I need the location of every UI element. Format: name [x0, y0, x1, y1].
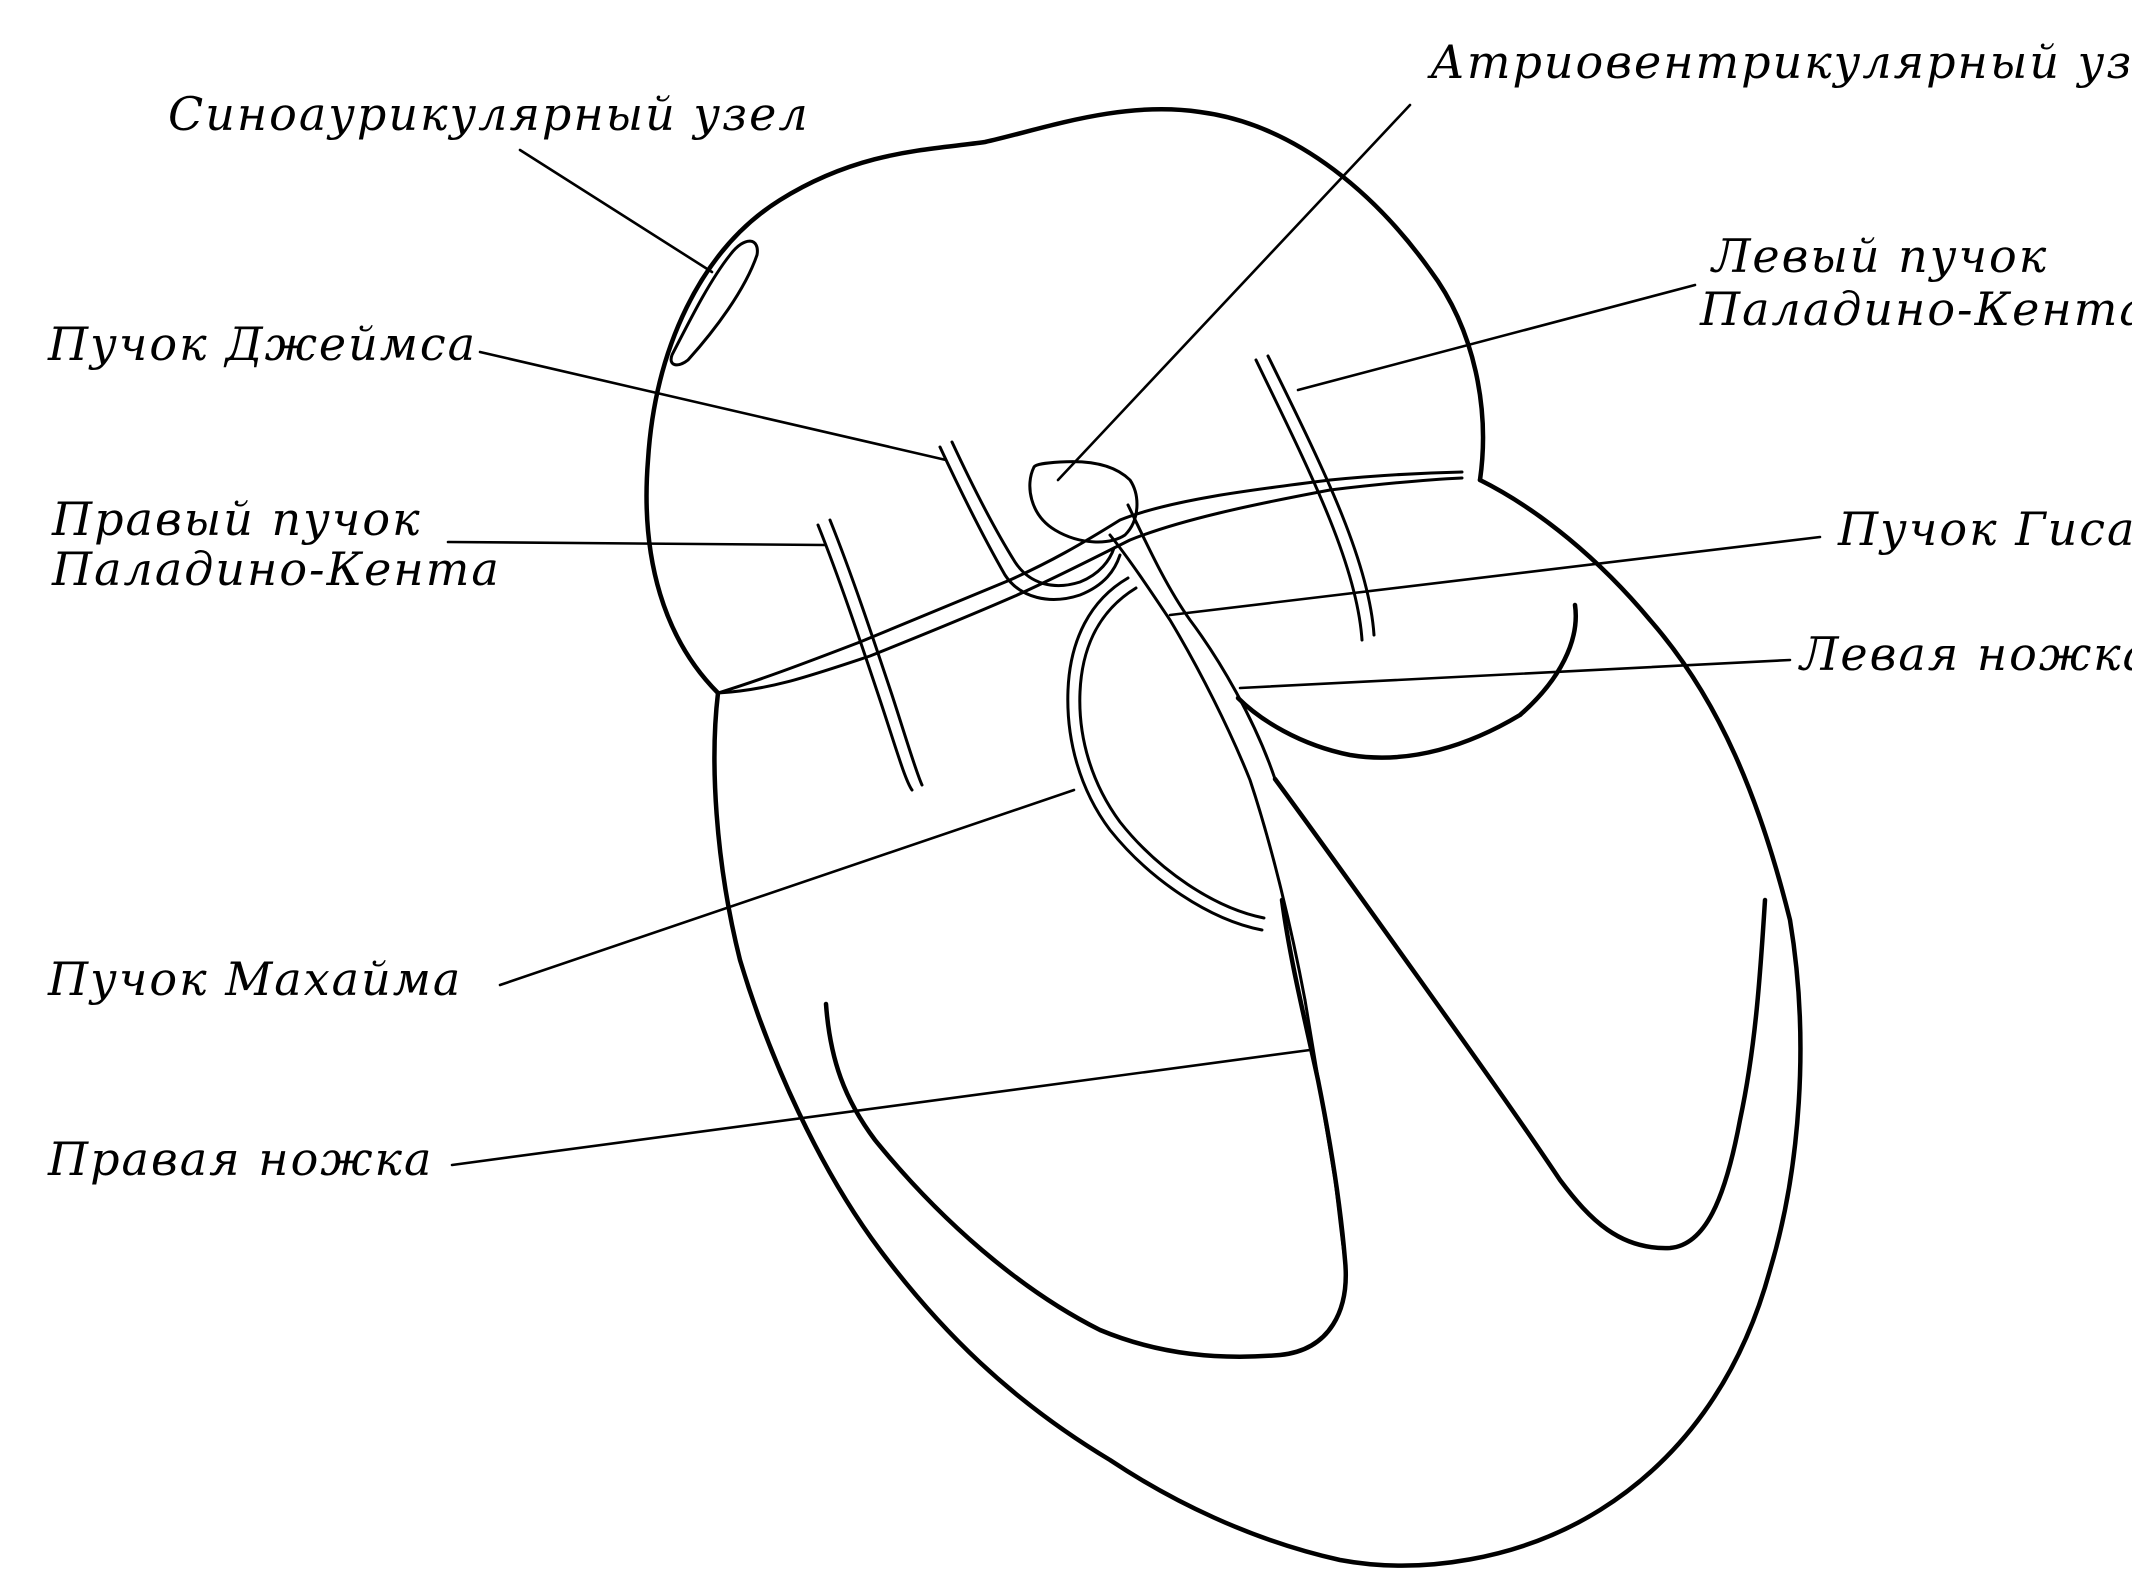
- leader-james: [478, 350, 948, 462]
- left-kent-line-b: [1266, 354, 1376, 637]
- leader-mahaim: [498, 788, 1076, 987]
- leader-left-kent: [1296, 283, 1697, 392]
- label-james: Пучок Джеймса: [47, 317, 477, 371]
- label-his: Пучок Гиса: [1837, 502, 2132, 556]
- av-groove-lower: [716, 476, 1464, 695]
- mitral-region-arc: [1235, 602, 1578, 760]
- label-left-kent-line1: Левый пучок: [1710, 229, 2048, 283]
- label-av-node: Атриовентрикулярный узел: [1427, 35, 2132, 89]
- atria-outline: [644, 107, 1486, 696]
- leader-left-branch: [1238, 658, 1792, 690]
- av-groove-upper: [716, 470, 1464, 695]
- av-node-shape: [1028, 460, 1139, 544]
- leader-av-node: [1056, 103, 1412, 482]
- james-bundle-line-a: [938, 445, 1122, 601]
- james-bundle-line-b: [950, 440, 1116, 587]
- leader-his: [1168, 535, 1822, 617]
- right-branch-line: [1303, 998, 1347, 1262]
- mahaim-bundle-line-a: [1066, 576, 1264, 932]
- label-right-kent-line2: Паладино-Кента: [51, 542, 501, 596]
- right-ventricle-cavity: [823, 897, 1348, 1359]
- label-left-kent-name: Паладино-Кента: [1699, 282, 2132, 336]
- left-kent-line-a: [1254, 358, 1364, 642]
- his-bundle-left-edge: [1108, 533, 1307, 1002]
- label-left-kent-line2: Паладино-Кента1: [1699, 282, 2132, 342]
- label-mahaim: Пучок Махайма: [47, 952, 462, 1006]
- label-sa-node: Синоаурикулярный узел: [168, 87, 810, 141]
- heart-right-outline: [712, 477, 1803, 1568]
- label-left-branch: Левая ножка: [1798, 627, 2132, 681]
- label-right-kent-line1: Правый пучок: [51, 492, 422, 546]
- sa-node-shape: [669, 239, 759, 367]
- leader-right-branch: [450, 1048, 1312, 1167]
- right-kent-line-b: [828, 518, 924, 787]
- mahaim-bundle-line-b: [1078, 586, 1266, 920]
- left-ventricle-cavity: [1272, 776, 1768, 1251]
- label-right-branch: Правая ножка: [47, 1132, 433, 1186]
- his-bundle-right-edge: [1126, 503, 1277, 781]
- leader-right-kent: [446, 540, 827, 547]
- right-kent-line-a: [816, 523, 914, 792]
- leader-sa-node: [518, 148, 714, 274]
